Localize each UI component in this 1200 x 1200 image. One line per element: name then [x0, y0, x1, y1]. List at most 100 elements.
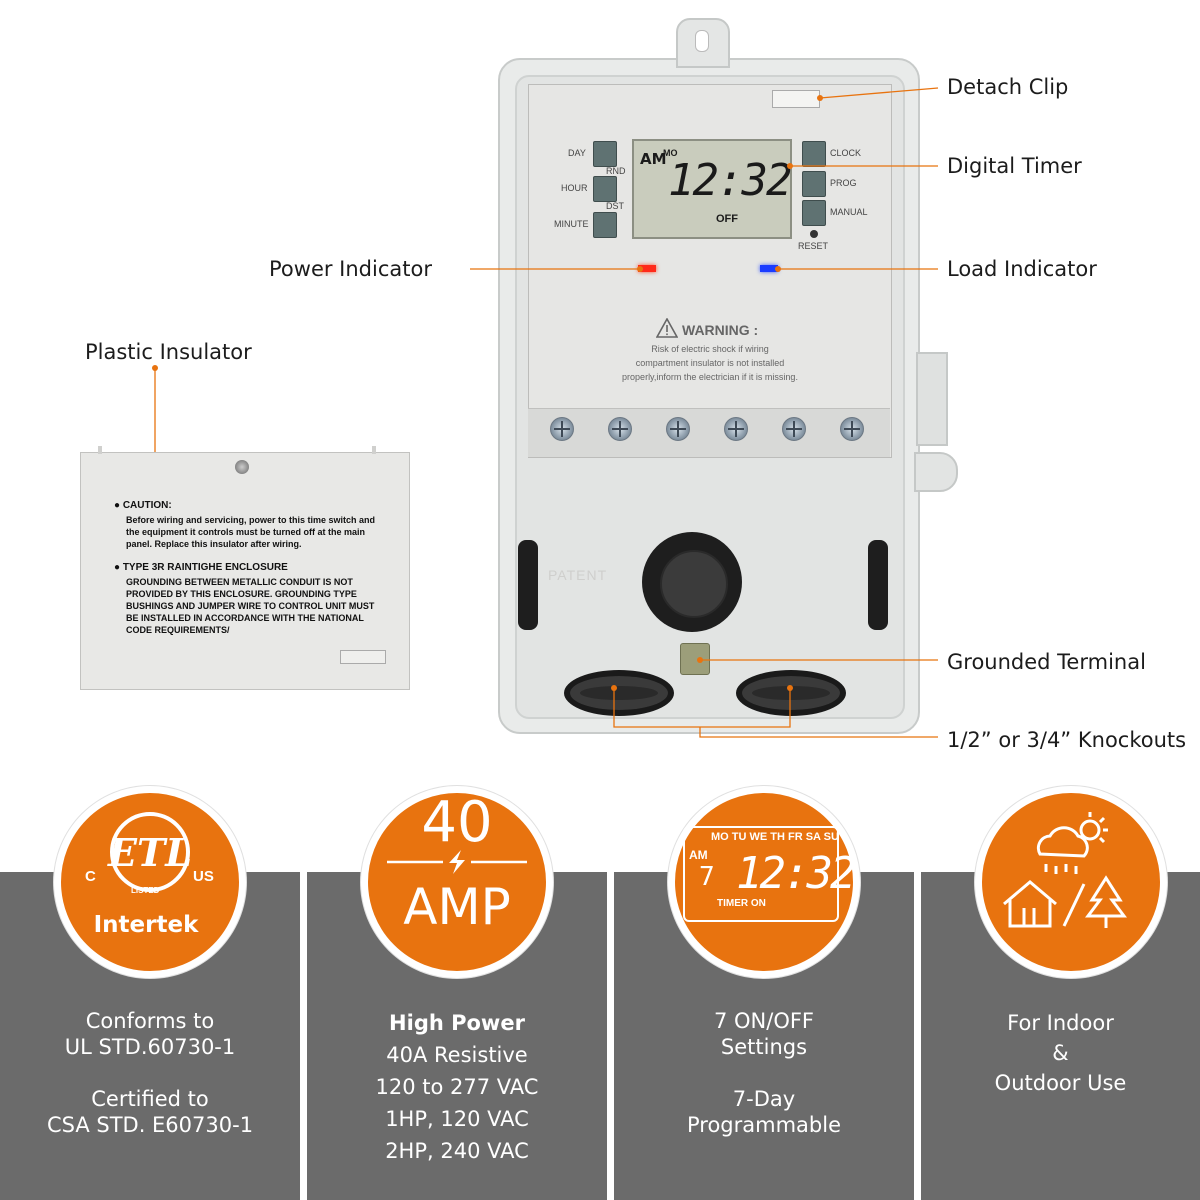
weather-house-tree-icon — [1003, 812, 1127, 928]
rnd-label: RND — [606, 166, 626, 176]
manual-label: MANUAL — [830, 207, 868, 217]
lcd-badge-digit: 7 — [699, 862, 715, 892]
callout-power-indicator: Power Indicator — [269, 257, 432, 281]
insulator-screw — [235, 460, 249, 474]
day-label: DAY — [568, 148, 586, 158]
lcd-day: MO — [663, 148, 678, 158]
warning-triangle-icon — [656, 318, 678, 338]
feature-line: For Indoor — [1007, 1011, 1114, 1035]
terminal-screw — [666, 417, 690, 441]
lcd-time: 12:32 — [668, 155, 792, 206]
callout-knockouts: 1/2” or 3/4” Knockouts — [947, 728, 1187, 752]
lcd-badge-days: MO TU WE TH FR SA SU — [711, 831, 839, 843]
amp-unit: AMP — [403, 878, 511, 936]
enclosure-text: GROUNDING BETWEEN METALLIC CONDUIT IS NO… — [126, 577, 375, 635]
etl-listed-icon: ETL — [107, 812, 192, 892]
warning-text: Risk of electric shock if wiring compart… — [598, 342, 822, 384]
callout-digital-timer: Digital Timer — [947, 154, 1082, 178]
clock-label: CLOCK — [830, 148, 862, 158]
amp-value: 40 — [421, 790, 493, 855]
load-led — [760, 265, 778, 272]
terminal-strip — [528, 408, 890, 457]
caution-title: CAUTION: — [122, 500, 172, 511]
terminal-screw — [782, 417, 806, 441]
lcd-timer-icon — [683, 826, 839, 922]
callout-lines — [152, 87, 939, 738]
prog-label: PROG — [830, 178, 857, 188]
minute-label: MINUTE — [554, 219, 589, 229]
insulator-caution: ● CAUTION: Before wiring and servicing, … — [114, 500, 384, 636]
warning-title: WARNING : — [682, 322, 759, 338]
feature-line: & — [1052, 1041, 1069, 1065]
manual-button[interactable] — [802, 200, 826, 226]
center-knockout-plug — [660, 550, 728, 618]
feature-line: Certified to — [91, 1087, 209, 1111]
caution-text: Before wiring and servicing, power to th… — [126, 515, 376, 549]
lcd-ampm: AM — [640, 150, 667, 168]
lcd-badge-am: AM — [689, 848, 708, 862]
lcd-display — [632, 139, 792, 239]
knockout-left — [564, 670, 674, 716]
insulator-clip — [340, 650, 386, 664]
terminal-screw — [724, 417, 748, 441]
feature-line: Conforms to — [85, 1009, 215, 1033]
callout-plastic-insulator: Plastic Insulator — [85, 340, 252, 364]
warning-line: compartment insulator is not installed — [635, 358, 785, 368]
terminal-screw — [608, 417, 632, 441]
warning-line: properly,inform the electrician if it is… — [622, 372, 798, 382]
feature-text-timer: 7 ON/OFF Settings 7-Day Programmable — [614, 1008, 914, 1138]
terminal-screw — [840, 417, 864, 441]
feature-text-certification: Conforms to UL STD.60730-1 Certified to … — [0, 1008, 300, 1138]
warning-line: Risk of electric shock if wiring — [651, 344, 769, 354]
feature-line: 1HP, 120 VAC — [385, 1107, 529, 1131]
lcd-badge-status: TIMER ON — [717, 898, 766, 909]
feature-line: Settings — [720, 1035, 808, 1059]
day-button[interactable] — [593, 141, 617, 167]
callout-load-indicator: Load Indicator — [947, 257, 1097, 281]
side-mount-tab — [914, 452, 958, 492]
grounded-terminal — [680, 643, 710, 675]
lightning-icon — [387, 850, 527, 874]
etl-listed: LISTED — [131, 886, 160, 895]
reset-button[interactable] — [810, 230, 818, 238]
etl-brand: Intertek — [93, 912, 199, 938]
insulator-tab — [372, 446, 376, 454]
outdoor-badge — [975, 786, 1167, 978]
amp-badge — [361, 786, 553, 978]
etl-c: C — [85, 868, 96, 885]
feature-heading: High Power — [389, 1011, 525, 1035]
feature-line: 7 ON/OFF — [713, 1009, 815, 1033]
feature-line: 7-Day — [732, 1087, 796, 1111]
patent-embossed: PATENT — [548, 567, 608, 583]
insulator-tab — [98, 446, 102, 454]
minute-button[interactable] — [593, 212, 617, 238]
callout-grounded-terminal: Grounded Terminal — [947, 650, 1146, 674]
feature-line: UL STD.60730-1 — [64, 1035, 236, 1059]
lcd-badge-time: 12:32 — [736, 848, 856, 899]
prog-button[interactable] — [802, 171, 826, 197]
side-knockout-left — [518, 540, 538, 630]
side-knockout-right — [868, 540, 888, 630]
bullet: ● — [114, 562, 123, 573]
svg-text:ETL: ETL — [107, 830, 192, 875]
bullet: ● — [114, 500, 123, 511]
feature-line: 120 to 277 VAC — [375, 1075, 539, 1099]
reset-label: RESET — [798, 241, 829, 251]
etl-badge — [54, 786, 246, 978]
lcd-status: OFF — [716, 213, 738, 225]
side-latch — [916, 352, 948, 446]
etl-us: US — [193, 868, 214, 885]
terminal-screw — [550, 417, 574, 441]
clock-button[interactable] — [802, 141, 826, 167]
feature-line: CSA STD. E60730-1 — [46, 1113, 254, 1137]
enclosure-title: TYPE 3R RAINTIGHE ENCLOSURE — [122, 562, 288, 573]
power-led — [638, 265, 656, 272]
dst-label: DST — [606, 201, 624, 211]
feature-line: Outdoor Use — [994, 1071, 1127, 1095]
feature-line: 2HP, 240 VAC — [385, 1139, 529, 1163]
lcd-badge — [668, 786, 860, 978]
feature-line: Programmable — [686, 1113, 841, 1137]
hour-button[interactable] — [593, 176, 617, 202]
feature-line: 40A Resistive — [386, 1043, 528, 1067]
callout-detach-clip: Detach Clip — [947, 75, 1069, 99]
